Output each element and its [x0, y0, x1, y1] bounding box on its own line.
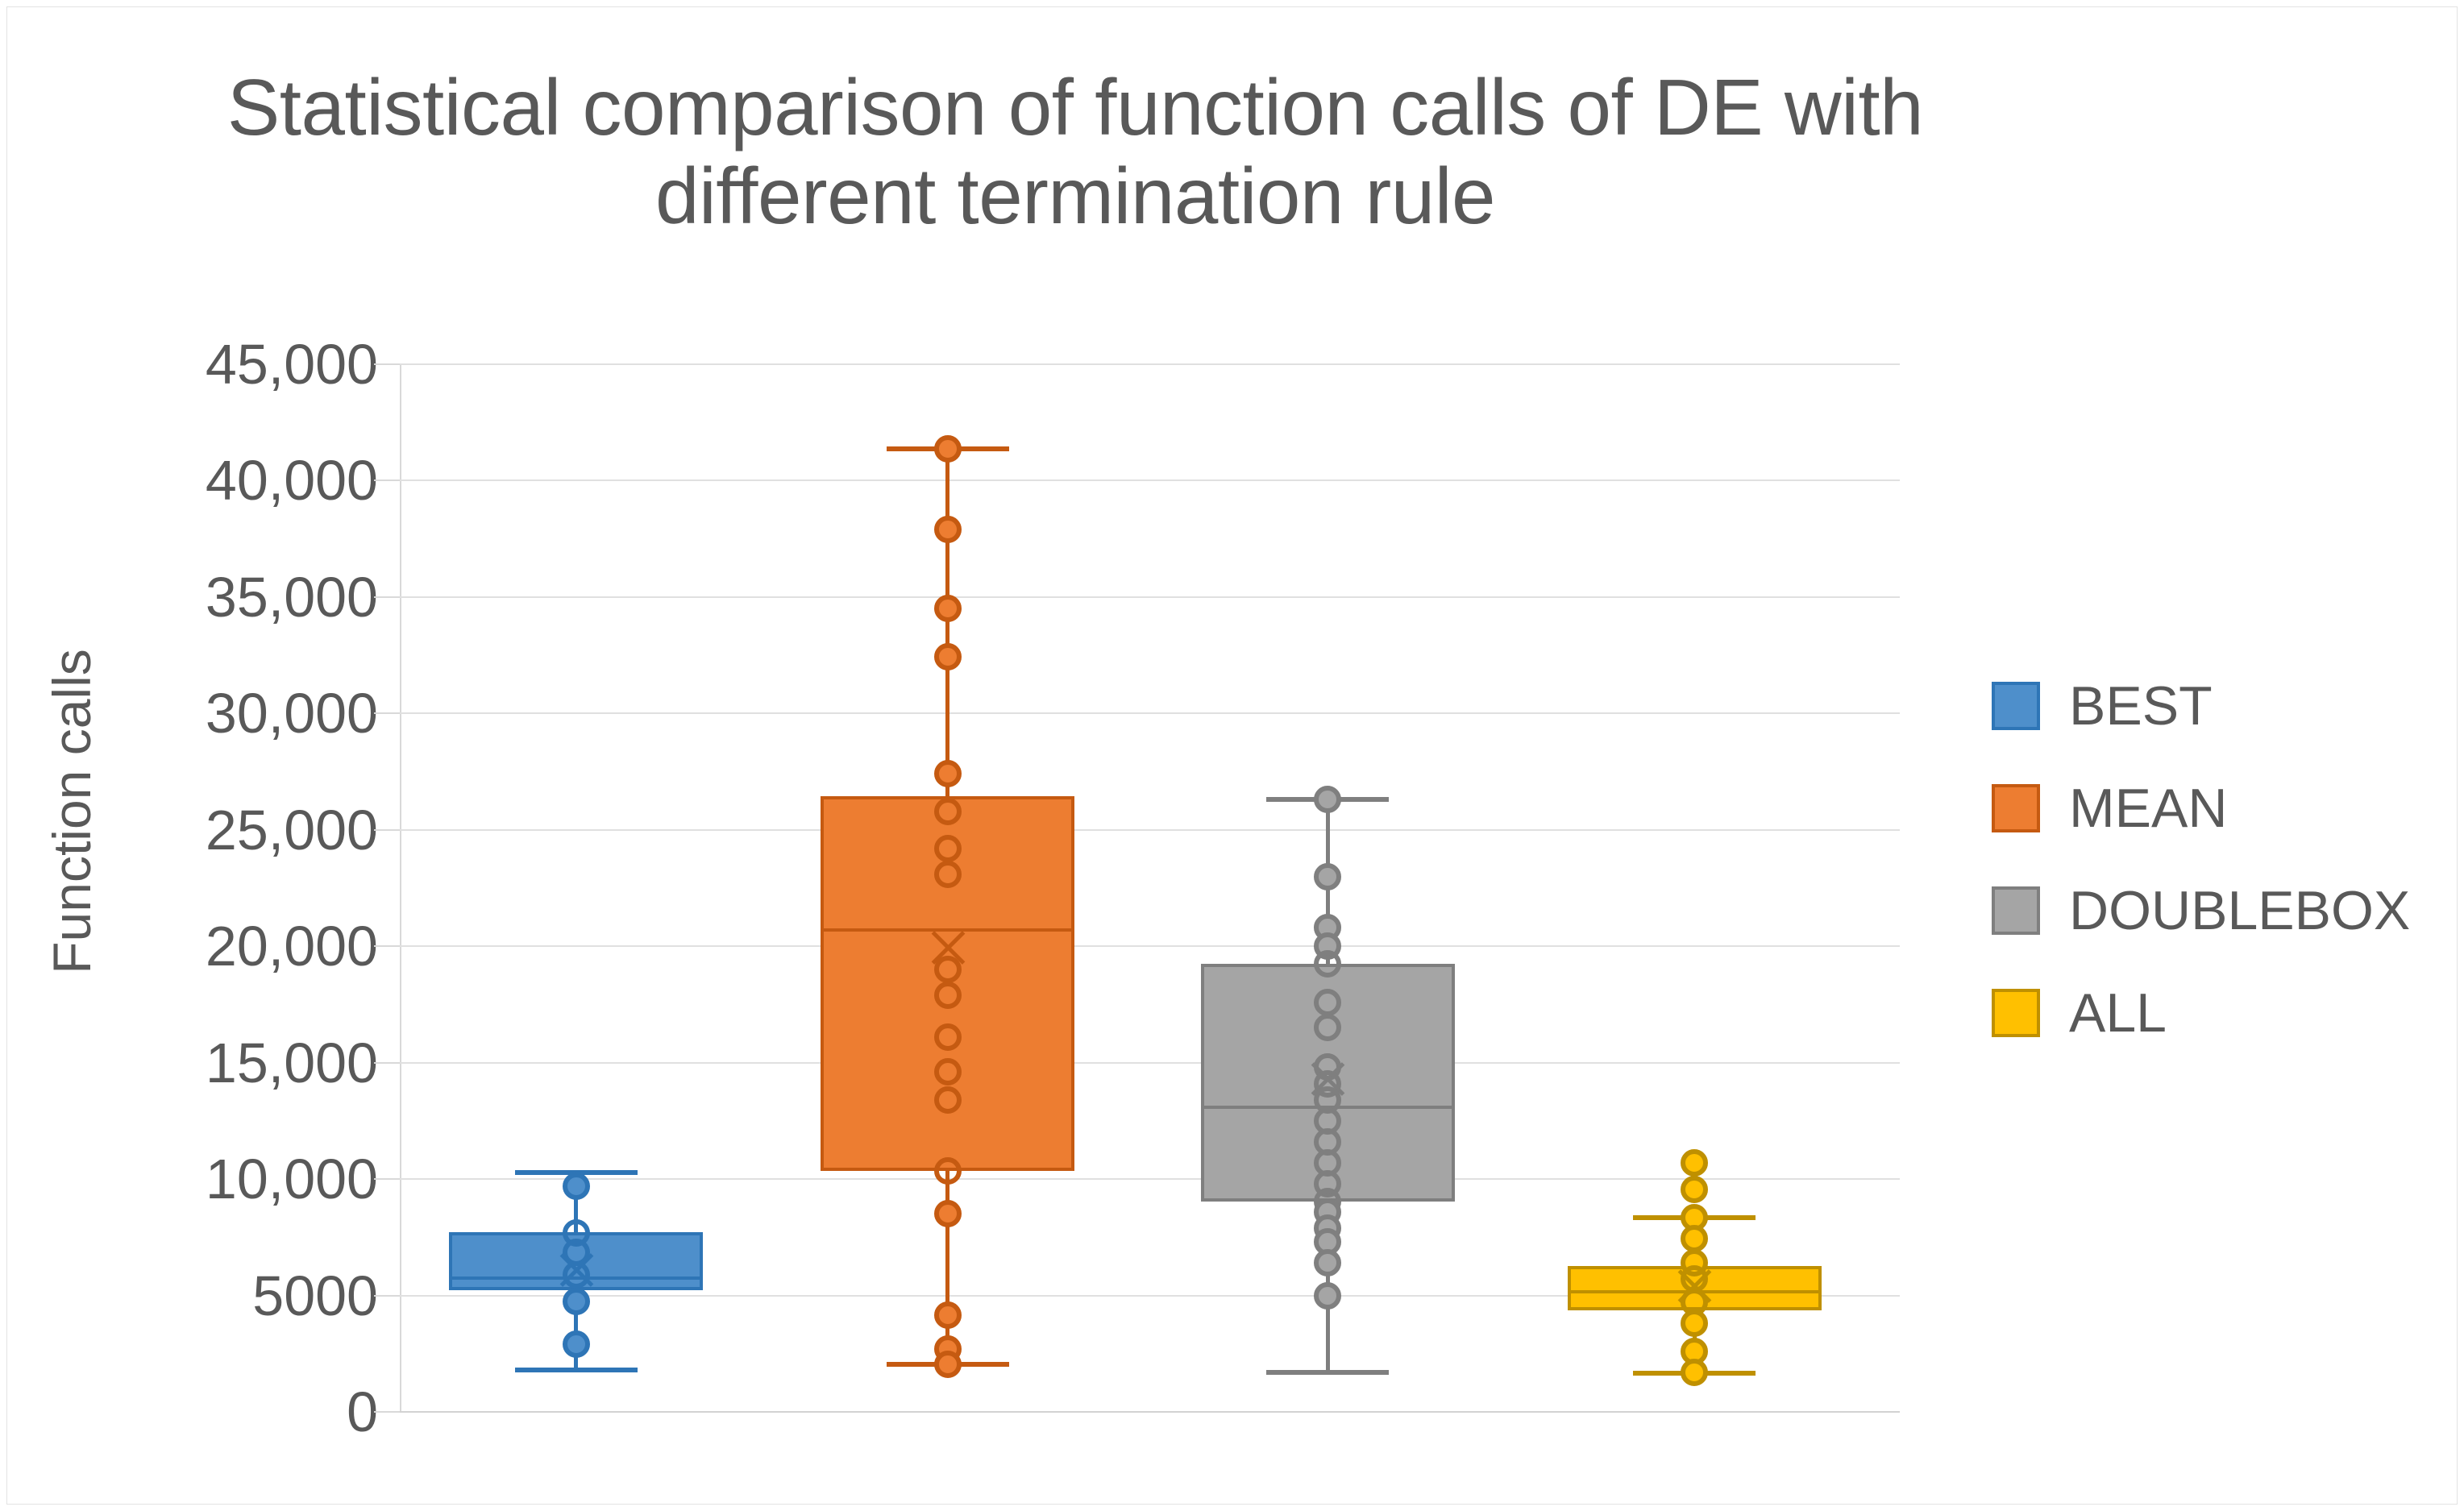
legend-item-all[interactable]: ALL: [1992, 986, 2410, 1040]
chart-frame: Statistical comparison of function calls…: [6, 6, 2458, 1505]
y-axis-tick-mark: [374, 828, 400, 831]
chart-title-line-1: Statistical comparison of function calls…: [226, 63, 1924, 152]
gridline: [400, 1061, 1900, 1064]
gridline: [400, 712, 1900, 715]
data-point: [933, 1023, 962, 1051]
data-point: [933, 860, 962, 888]
data-point: [1314, 786, 1342, 814]
data-point: [562, 1287, 590, 1315]
data-point: [933, 1058, 962, 1086]
data-point: [1681, 1224, 1709, 1252]
y-axis-ticks: [374, 363, 400, 1413]
gridline: [400, 363, 1900, 365]
chart-title: Statistical comparison of function calls…: [209, 63, 1942, 241]
y-axis-tick-label: 45,000: [205, 333, 378, 396]
data-point: [933, 1157, 962, 1185]
y-axis-tick-mark: [374, 1294, 400, 1297]
whisker-cap-lower: [514, 1368, 638, 1372]
y-axis-tick-mark: [374, 363, 400, 365]
gridline: [400, 596, 1900, 598]
gridline: [400, 1411, 1900, 1413]
legend-label: BEST: [2069, 675, 2213, 737]
gridline: [400, 1294, 1900, 1297]
legend-label: DOUBLEBOX: [2069, 880, 2411, 941]
y-axis-tick-label: 40,000: [205, 449, 378, 513]
y-axis-tick-mark: [374, 712, 400, 715]
y-axis-tick-mark: [374, 596, 400, 598]
data-point: [933, 642, 962, 670]
data-point: [933, 1086, 962, 1114]
data-point: [933, 1301, 962, 1330]
legend-swatch-icon: [1992, 784, 2040, 832]
data-point: [933, 797, 962, 825]
y-axis-tick-mark: [374, 1178, 400, 1181]
data-point: [1681, 1176, 1709, 1204]
data-point: [933, 1200, 962, 1228]
data-point: [933, 595, 962, 623]
y-axis-tick-mark: [374, 479, 400, 482]
chart-legend: BEST MEAN DOUBLEBOX ALL: [1992, 679, 2410, 1092]
y-axis-tick-mark: [374, 1061, 400, 1064]
y-axis-tick-label: 25,000: [205, 798, 378, 861]
y-axis-tick-label: 20,000: [205, 915, 378, 978]
data-point: [933, 516, 962, 544]
data-point: [1314, 1249, 1342, 1277]
chart-title-line-2: different termination rule: [655, 151, 1495, 240]
y-axis-tick-label: 5000: [252, 1264, 378, 1327]
y-axis-tick-mark: [374, 1411, 400, 1413]
data-point: [933, 435, 962, 463]
legend-swatch-icon: [1992, 989, 2040, 1037]
gridline: [400, 1178, 1900, 1181]
data-point: [1314, 862, 1342, 890]
data-point: [933, 956, 962, 984]
y-axis-tick-labels: 45,000 40,000 35,000 30,000 25,000 20,000 15,0…: [160, 336, 378, 1440]
data-point: [562, 1172, 590, 1200]
y-axis-tick-label: 30,000: [205, 682, 378, 745]
y-axis-title: Function calls: [42, 649, 102, 974]
data-point: [1314, 988, 1342, 1016]
data-point: [933, 981, 962, 1009]
y-axis-tick-mark: [374, 945, 400, 948]
legend-swatch-icon: [1992, 682, 2040, 730]
data-point: [1314, 949, 1342, 978]
legend-label: MEAN: [2069, 778, 2228, 839]
y-axis-tick-label: 0: [347, 1380, 378, 1443]
legend-swatch-icon: [1992, 886, 2040, 935]
gridline: [400, 828, 1900, 831]
data-point: [1681, 1310, 1709, 1338]
y-axis-tick-label: 35,000: [205, 565, 378, 629]
whisker-cap-lower: [1266, 1369, 1390, 1375]
legend-item-mean[interactable]: MEAN: [1992, 781, 2410, 836]
data-point: [1314, 1281, 1342, 1310]
legend-item-doublebox[interactable]: DOUBLEBOX: [1992, 883, 2410, 938]
y-axis-tick-label: 15,000: [205, 1031, 378, 1094]
plot-border: [400, 364, 1900, 1412]
gridline: [400, 945, 1900, 948]
data-point: [562, 1260, 590, 1289]
plot-area: [400, 363, 1900, 1413]
data-point: [933, 760, 962, 788]
legend-item-best[interactable]: BEST: [1992, 679, 2410, 733]
data-point: [1314, 1014, 1342, 1042]
y-axis-tick-label: 10,000: [205, 1148, 378, 1211]
data-point: [933, 1350, 962, 1378]
legend-label: ALL: [2069, 982, 2167, 1044]
data-point: [562, 1330, 590, 1359]
gridline: [400, 479, 1900, 482]
data-point: [1681, 1358, 1709, 1386]
data-point: [933, 834, 962, 862]
data-point: [1681, 1148, 1709, 1177]
